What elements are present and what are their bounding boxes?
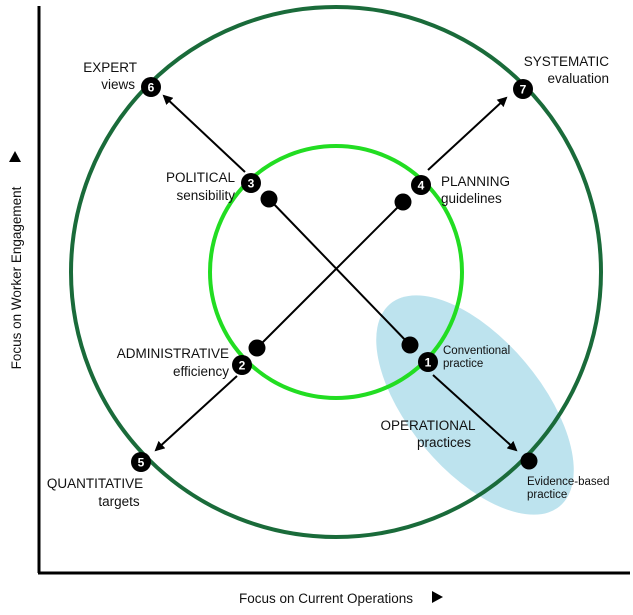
node-2-label-line2: efficiency bbox=[173, 364, 229, 379]
arrow-to-5 bbox=[154, 375, 238, 452]
operational-label-line1: OPERATIONAL bbox=[380, 418, 476, 433]
x-axis-arrow-icon bbox=[432, 591, 443, 603]
arrow-to-7 bbox=[427, 96, 508, 171]
node-7-number: 7 bbox=[520, 83, 527, 97]
node-4-label-line1: PLANNING bbox=[441, 174, 510, 189]
evidence-label-line2: practice bbox=[527, 489, 567, 501]
node-3-number: 3 bbox=[248, 177, 255, 191]
node-7-label-line2: evaluation bbox=[547, 71, 609, 86]
line-3-to-1 bbox=[268, 198, 411, 346]
node-6-number: 6 bbox=[148, 81, 155, 95]
node-6: 6 bbox=[141, 77, 161, 97]
node-6-label-line2: views bbox=[101, 77, 135, 92]
node-7: 7 bbox=[513, 79, 533, 99]
node-1-label-line2: practice bbox=[443, 358, 483, 370]
inner-circle bbox=[208, 144, 464, 400]
node-1: 1 bbox=[418, 352, 438, 372]
node-4: 4 bbox=[411, 175, 431, 195]
node-5-number: 5 bbox=[138, 456, 145, 470]
dot-near-1 bbox=[401, 336, 419, 354]
arrow-to-evidence bbox=[432, 374, 518, 452]
dot-near-4 bbox=[394, 193, 412, 211]
node-6-label-line1: EXPERT bbox=[83, 60, 137, 75]
operational-highlight-ellipse bbox=[376, 295, 574, 515]
outer-circle bbox=[69, 5, 603, 539]
dot-evidence-based bbox=[520, 452, 538, 470]
node-3: 3 bbox=[241, 173, 261, 193]
node-2-number: 2 bbox=[239, 359, 246, 373]
x-axis-label: Focus on Current Operations bbox=[239, 591, 413, 606]
node-2-label-line1: ADMINISTRATIVE bbox=[117, 346, 229, 361]
node-3-label-line1: POLITICAL bbox=[166, 170, 236, 185]
y-axis-arrow-icon bbox=[9, 151, 21, 162]
node-5: 5 bbox=[131, 452, 151, 472]
evidence-label-line1: Evidence-based bbox=[527, 476, 609, 488]
node-4-number: 4 bbox=[418, 179, 425, 193]
node-5-label-line2: targets bbox=[98, 494, 140, 509]
operational-label-line2: practices bbox=[417, 435, 471, 450]
dot-near-3 bbox=[260, 190, 278, 208]
node-2: 2 bbox=[232, 355, 252, 375]
line-4-to-2 bbox=[256, 201, 404, 349]
y-axis-label: Focus on Worker Engagement bbox=[9, 186, 24, 369]
arrow-to-6 bbox=[162, 94, 246, 173]
node-4-label-line2: guidelines bbox=[441, 191, 502, 206]
node-3-label-line2: sensibility bbox=[176, 188, 235, 203]
dot-near-2 bbox=[248, 339, 266, 357]
node-1-number: 1 bbox=[425, 356, 432, 370]
node-7-label-line1: SYSTEMATIC bbox=[524, 54, 610, 69]
node-1-label-line1: Conventional bbox=[443, 345, 510, 357]
node-5-label-line1: QUANTITATIVE bbox=[47, 476, 143, 491]
